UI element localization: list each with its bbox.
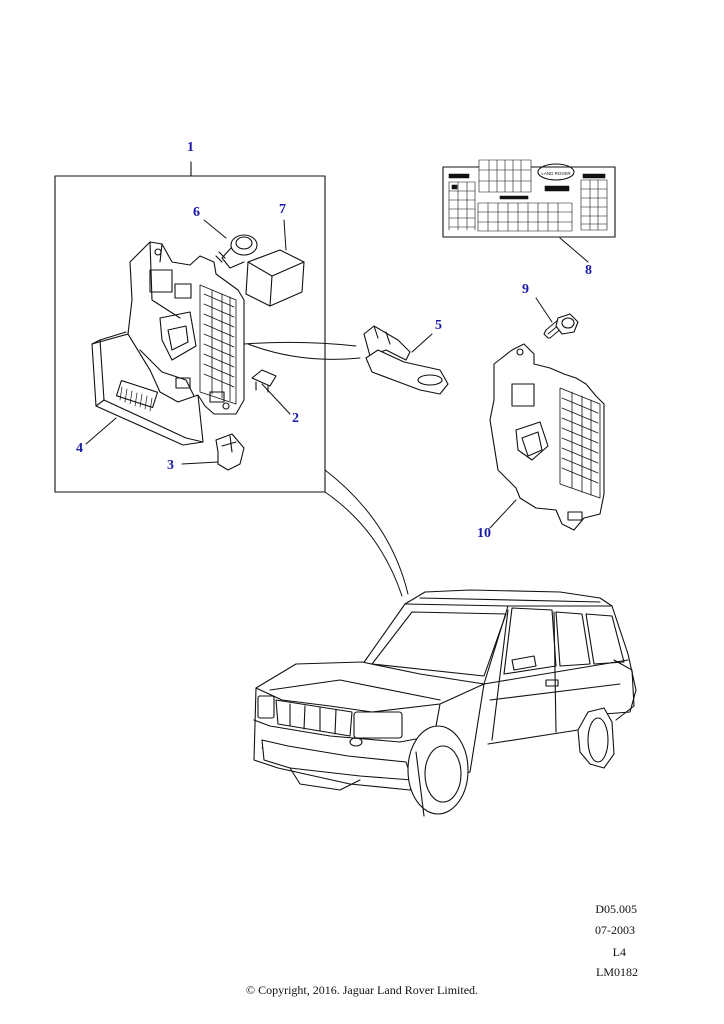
callout-5: 5 — [435, 318, 442, 333]
callout-6: 6 — [193, 205, 200, 220]
part-5-bracket — [363, 325, 449, 395]
callout-1: 1 — [187, 140, 194, 155]
land-rover-logo — [537, 163, 575, 181]
land-rover-logo-text: LAND ROVER — [541, 171, 571, 176]
callout-3: 3 — [167, 458, 174, 473]
main-fusebox-body — [127, 241, 245, 415]
callout-2: 2 — [292, 411, 299, 426]
callout-8: 8 — [585, 263, 592, 278]
part-6-relay-socket — [215, 234, 258, 269]
part-8-fuse-label: LAND ROVER — [442, 159, 616, 238]
doc-code: LM0182 — [596, 965, 638, 979]
callout-9: 9 — [522, 282, 529, 297]
part-9-screw — [543, 313, 579, 339]
doc-level: L4 — [612, 945, 626, 959]
assembly-frame — [54, 161, 326, 493]
part-7-relay — [245, 249, 305, 307]
vehicle-illustration — [253, 589, 637, 817]
copyright-notice: © Copyright, 2016. Jaguar Land Rover Lim… — [245, 983, 479, 997]
part-10-fusebox — [489, 343, 605, 531]
part-2-fuse — [251, 369, 277, 393]
callout-7: 7 — [279, 202, 286, 217]
doc-ref: D05.005 — [595, 902, 637, 916]
callout-4: 4 — [76, 441, 83, 456]
part-3-fuse-puller — [215, 433, 245, 471]
doc-date: 07-2003 — [595, 923, 635, 937]
leader-lines — [85, 219, 589, 597]
callout-10: 10 — [477, 526, 491, 541]
